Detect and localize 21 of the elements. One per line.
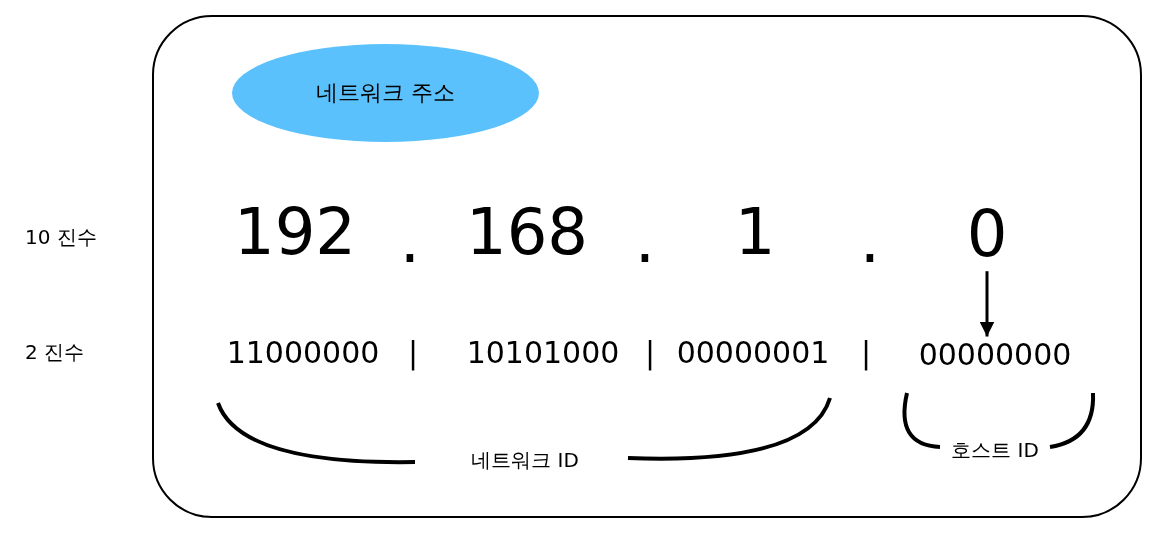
- bracket-label: 네트워크 ID: [471, 449, 579, 471]
- dot-separator: .: [634, 204, 656, 276]
- ellipse-badge: 네트워크 주소: [232, 44, 539, 142]
- decimal-number: 0: [966, 198, 1008, 270]
- binary-number: 00000001: [676, 335, 830, 369]
- dot-separator: .: [399, 204, 421, 276]
- decimal-number: 1: [734, 196, 776, 268]
- rounded-frame: [152, 15, 1142, 518]
- binary-number: 11000000: [226, 335, 380, 369]
- bracket-label: 호스트 ID: [951, 439, 1039, 461]
- row-label: 10 진수: [25, 226, 97, 248]
- bar-separator: |: [407, 335, 419, 369]
- binary-number: 10101000: [466, 335, 620, 369]
- bar-separator: |: [860, 335, 872, 369]
- decimal-number: 168: [465, 196, 589, 268]
- arrow: [979, 271, 995, 337]
- bar-separator: |: [644, 335, 656, 369]
- row-label: 2 진수: [25, 341, 85, 363]
- binary-number: 00000000: [918, 337, 1072, 371]
- decimal-number: 192: [233, 196, 357, 268]
- dot-separator: .: [859, 204, 881, 276]
